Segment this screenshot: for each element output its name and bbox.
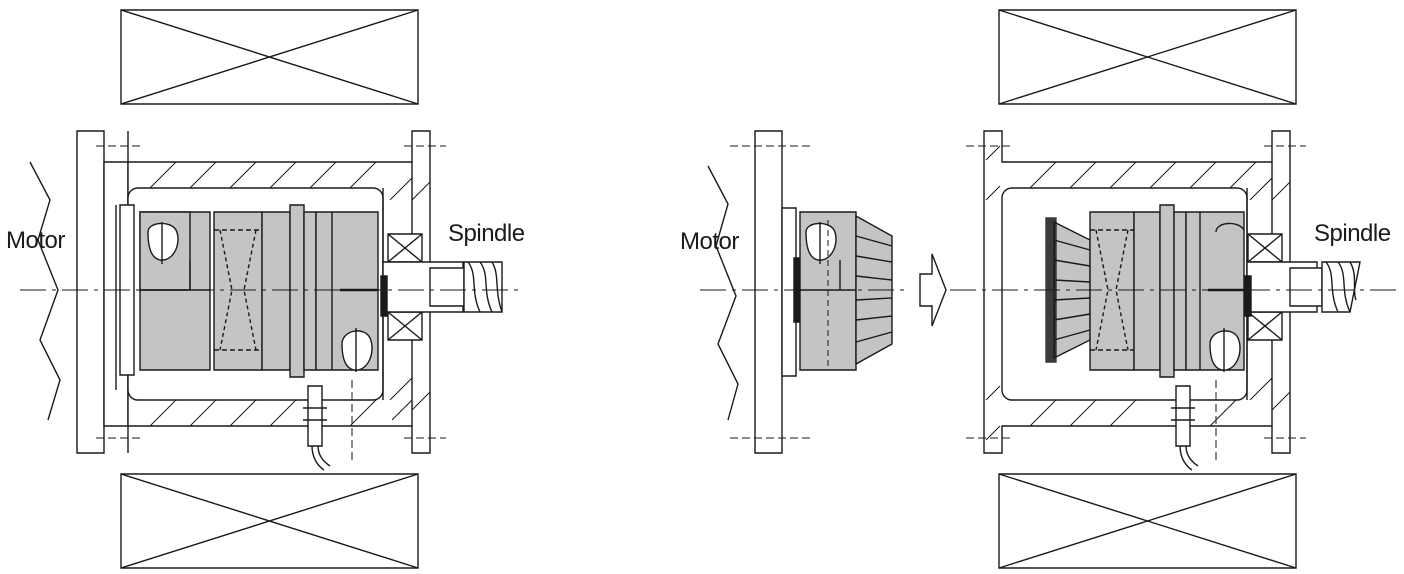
left-coupling-hub	[120, 205, 210, 375]
right-bearings	[1248, 234, 1282, 340]
left-clutch-plates	[262, 205, 378, 377]
left-flange-bolts	[96, 146, 446, 462]
middle-motor-break	[708, 166, 738, 420]
right-spindle-label: Spindle	[1314, 220, 1391, 247]
left-bottom-box	[121, 474, 418, 568]
left-top-box	[121, 10, 418, 104]
left-spindle-label: Spindle	[448, 220, 525, 247]
right-assembly	[950, 10, 1400, 568]
right-clutch-plates	[1134, 205, 1244, 377]
right-sensor	[1171, 386, 1198, 470]
left-sensor	[303, 386, 330, 470]
left-housing-hatch	[150, 162, 430, 426]
middle-assembly	[700, 131, 946, 453]
right-flange-bolts	[966, 146, 1306, 462]
left-bearings	[388, 234, 422, 340]
right-housing-hatch	[986, 146, 1290, 440]
right-motor-label: Motor	[680, 228, 739, 255]
left-motor-flange	[77, 131, 104, 453]
right-top-box	[999, 10, 1296, 104]
left-elastic-element	[214, 212, 262, 370]
left-spindle-shaft	[381, 262, 502, 316]
right-bottom-box	[999, 474, 1296, 568]
middle-motor-flange	[755, 131, 782, 453]
right-elastic-element	[1090, 212, 1134, 370]
left-assembly	[20, 10, 520, 568]
middle-hub	[800, 212, 856, 370]
left-motor-label: Motor	[6, 227, 65, 254]
insert-direction-arrow	[920, 254, 946, 326]
left-motor-break	[30, 162, 60, 420]
right-spindle-shaft	[1245, 262, 1360, 316]
